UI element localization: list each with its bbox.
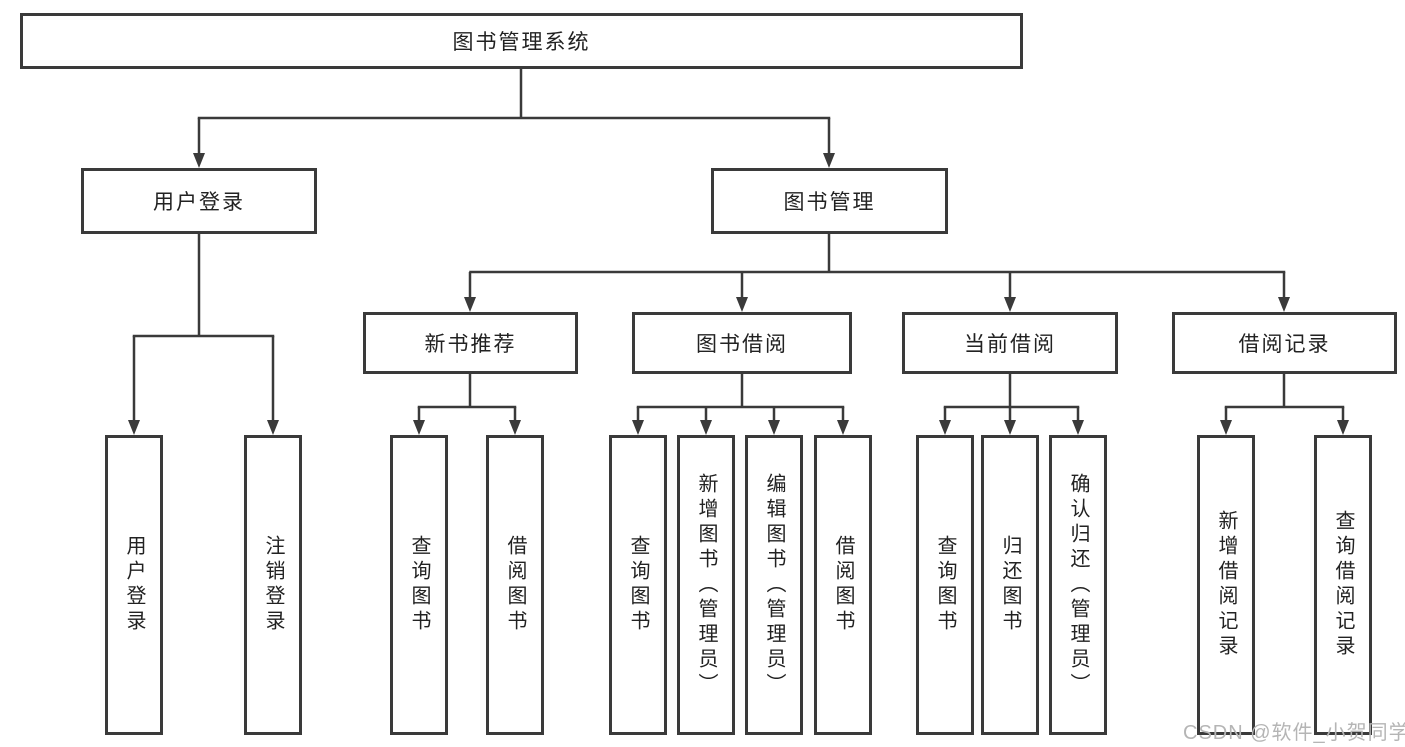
connector-root-to-level2 <box>193 69 835 168</box>
connector-book-mgmt-to-level3 <box>464 234 1290 312</box>
node-borrow-records-label: 借阅记录 <box>1238 333 1331 356</box>
leaf-add-borrow-record: 新增借阅记录 <box>1197 435 1255 735</box>
csdn-watermark: CSDN @软件_小贺同学 <box>1183 722 1405 744</box>
leaf-add-books-admin-label: 新增图书（管理员） <box>695 472 717 698</box>
node-new-book-recommend-label: 新书推荐 <box>424 333 517 356</box>
leaf-user-login-label: 用户登录 <box>123 535 145 635</box>
leaf-query-borrow-record-label: 查询借阅记录 <box>1332 510 1354 660</box>
leaf-add-books-admin: 新增图书（管理员） <box>677 435 735 735</box>
node-root-system: 图书管理系统 <box>20 13 1023 69</box>
connector-borrow-records-children <box>1220 374 1349 435</box>
leaf-borrow-books: 借阅图书 <box>814 435 872 735</box>
leaf-add-borrow-record-label: 新增借阅记录 <box>1215 510 1237 660</box>
node-current-borrowing: 当前借阅 <box>902 312 1118 374</box>
leaf-query-books-borrow: 查询图书 <box>609 435 667 735</box>
leaf-edit-books-admin-label: 编辑图书（管理员） <box>763 472 785 698</box>
node-book-borrowing-label: 图书借阅 <box>696 333 788 356</box>
node-user-login-label: 用户登录 <box>153 191 245 214</box>
leaf-query-books-borrow-label: 查询图书 <box>627 535 649 635</box>
leaf-query-books-current: 查询图书 <box>916 435 974 735</box>
leaf-query-books-recommend: 查询图书 <box>390 435 448 735</box>
connector-current-borrow-children <box>939 374 1084 435</box>
node-book-management: 图书管理 <box>711 168 948 234</box>
leaf-query-books-current-label: 查询图书 <box>934 535 956 635</box>
node-new-book-recommend: 新书推荐 <box>363 312 578 374</box>
leaf-logout: 注销登录 <box>244 435 302 735</box>
node-borrow-records: 借阅记录 <box>1172 312 1397 374</box>
connector-new-books-children <box>413 374 521 435</box>
leaf-borrow-books-recommend: 借阅图书 <box>486 435 544 735</box>
leaf-logout-label: 注销登录 <box>262 535 284 635</box>
node-user-login: 用户登录 <box>81 168 317 234</box>
leaf-confirm-return-admin-label: 确认归还（管理员） <box>1067 472 1089 698</box>
connector-user-login-children <box>128 234 279 435</box>
leaf-query-borrow-record: 查询借阅记录 <box>1314 435 1372 735</box>
leaf-user-login: 用户登录 <box>105 435 163 735</box>
leaf-return-books: 归还图书 <box>981 435 1039 735</box>
node-root-system-label: 图书管理系统 <box>452 31 591 54</box>
node-current-borrowing-label: 当前借阅 <box>964 333 1056 356</box>
node-book-borrowing: 图书借阅 <box>632 312 852 374</box>
connector-book-borrow-children <box>632 374 849 435</box>
leaf-query-books-recommend-label: 查询图书 <box>408 535 430 635</box>
leaf-confirm-return-admin: 确认归还（管理员） <box>1049 435 1107 735</box>
leaf-borrow-books-recommend-label: 借阅图书 <box>504 535 526 635</box>
leaf-borrow-books-label: 借阅图书 <box>832 535 854 635</box>
node-book-management-label: 图书管理 <box>783 191 876 214</box>
leaf-edit-books-admin: 编辑图书（管理员） <box>745 435 803 735</box>
leaf-return-books-label: 归还图书 <box>999 535 1021 635</box>
